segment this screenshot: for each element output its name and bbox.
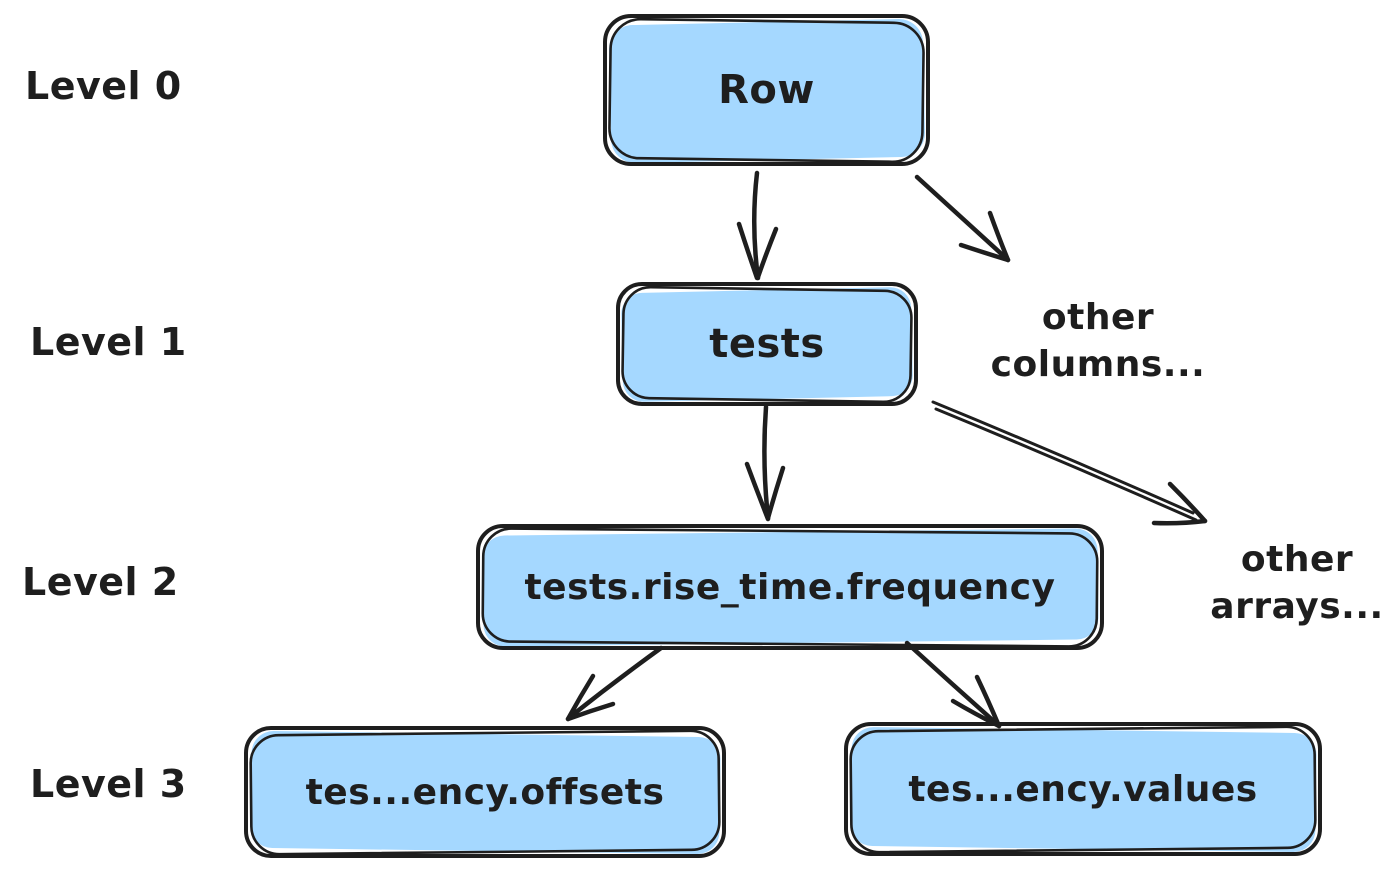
node-row-label: Row bbox=[718, 67, 815, 113]
level-1-label: Level 1 bbox=[30, 320, 187, 364]
node-values-label: tes...ency.values bbox=[908, 768, 1258, 810]
node-tests-label: tests bbox=[709, 321, 825, 367]
level-0-label: Level 0 bbox=[25, 64, 182, 108]
level-3-label: Level 3 bbox=[30, 762, 187, 806]
other-arrays-line-1: other bbox=[1240, 539, 1354, 581]
node-shape-offsets bbox=[244, 726, 726, 858]
arrow-tests-to-other-arrays bbox=[931, 400, 1208, 526]
node-offsets-label: tes...ency.offsets bbox=[305, 771, 665, 813]
arrow-row-to-tests bbox=[736, 170, 779, 281]
other-arrays-annotation: other arrays... bbox=[1182, 534, 1397, 634]
node-shape-row bbox=[603, 14, 930, 166]
node-shape-values bbox=[844, 722, 1322, 856]
arrow-frequency-to-values bbox=[904, 640, 1002, 729]
node-shape-tests bbox=[616, 282, 918, 406]
arrow-frequency-to-offsets bbox=[565, 645, 664, 722]
arrow-tests-to-frequency bbox=[744, 404, 786, 522]
other-columns-annotation: other columns... bbox=[985, 292, 1211, 392]
other-columns-line-1: other bbox=[1041, 297, 1155, 339]
arrow-row-to-other-columns bbox=[914, 174, 1011, 263]
other-arrays-line-2: arrays... bbox=[1210, 586, 1384, 627]
other-columns-line-2: columns... bbox=[990, 344, 1206, 385]
node-frequency-label: tests.rise_time.frequency bbox=[524, 566, 1056, 608]
node-shape-tests-rise-time-frequency bbox=[476, 524, 1104, 650]
level-2-label: Level 2 bbox=[22, 560, 179, 604]
